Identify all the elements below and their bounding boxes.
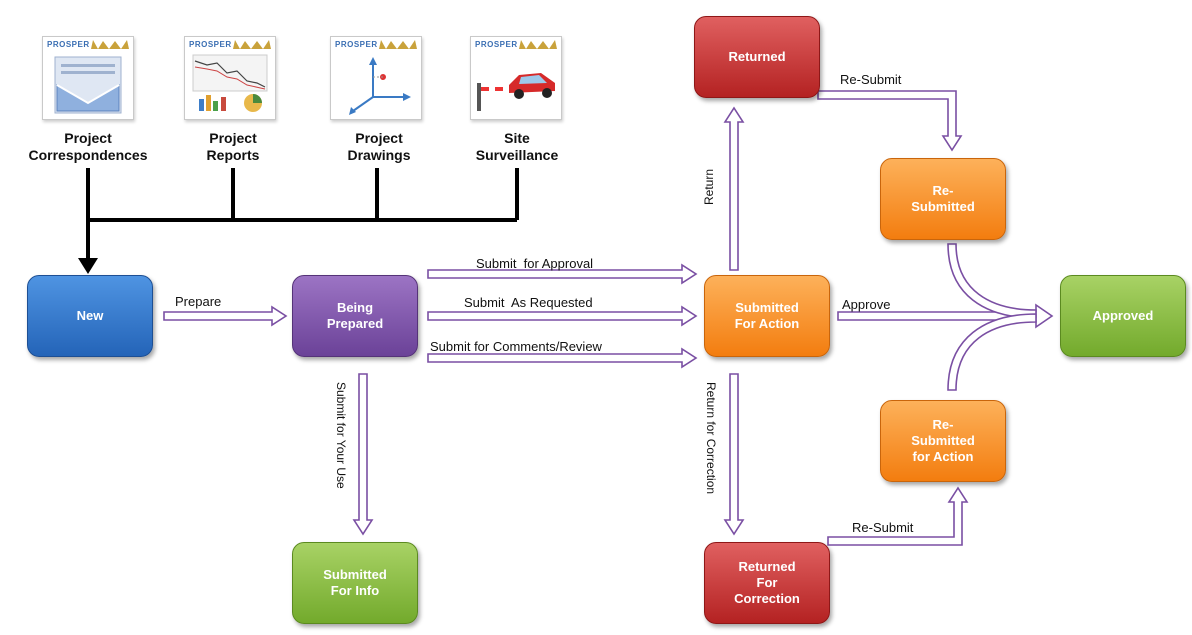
- edge-label-return: Return: [702, 168, 716, 205]
- prosper-brand: PROSPER: [335, 40, 378, 49]
- prosper-brand: PROSPER: [47, 40, 90, 49]
- correspondence-thumbnail: PROSPER: [42, 36, 134, 120]
- arrow-re-submit-top: [817, 90, 963, 152]
- arrow-curve-bottom: [947, 313, 1037, 391]
- hollow-arrows: [163, 90, 1054, 546]
- surveillance-thumbnail: PROSPER: [470, 36, 562, 120]
- new-arrowhead: [78, 258, 98, 274]
- node-returned: Returned: [694, 16, 820, 98]
- edge-label-prepare: Prepare: [175, 294, 222, 309]
- edge-label-return-for-correction: Return for Correction: [704, 382, 718, 495]
- arrow-submit-for-your-use: [352, 373, 374, 536]
- node-submitted-for-info: Submitted For Info: [292, 542, 418, 624]
- node-returned-for-correction: Returned For Correction: [704, 542, 830, 624]
- edge-label-approve: Approve: [842, 297, 891, 312]
- edge-label-submit-for-comments: Submit for Comments/Review: [430, 339, 602, 354]
- source-label-surveillance: Site Surveillance: [475, 130, 559, 163]
- node-approved: Approved: [1060, 275, 1186, 357]
- node-re-submitted: Re- Submitted: [880, 158, 1006, 240]
- edge-label-submit-for-your-use: Submit for Your Use: [334, 382, 348, 489]
- car-barrier-icon: [477, 40, 557, 111]
- arrow-return-for-correction: [723, 373, 745, 536]
- drawings-thumbnail: PROSPER: [330, 36, 422, 120]
- node-being-prepared: Being Prepared: [292, 275, 418, 357]
- arrow-prepare: [163, 305, 288, 327]
- source-label-reports: Project Reports: [206, 130, 260, 163]
- reports-thumbnail: PROSPER: [184, 36, 276, 120]
- arrow-submit-for-approval: [427, 263, 698, 285]
- chart-report-icon: [192, 40, 271, 112]
- node-re-submitted-for-action: Re- Submitted for Action: [880, 400, 1006, 482]
- edge-label-re-submit-bottom: Re-Submit: [852, 520, 914, 535]
- envelope-icon: [54, 40, 129, 114]
- edge-label-re-submit-top: Re-Submit: [840, 72, 902, 87]
- arrow-submit-for-comments: [427, 347, 698, 369]
- arrow-re-submit-bottom: [827, 486, 969, 546]
- source-merge-lines: [86, 168, 519, 262]
- arrow-return: [723, 106, 745, 271]
- prosper-brand: PROSPER: [475, 40, 518, 49]
- node-submitted-for-action: Submitted For Action: [704, 275, 830, 357]
- edge-label-submit-for-approval: Submit for Approval: [476, 256, 594, 271]
- edge-label-submit-as-requested: Submit As Requested: [464, 295, 593, 310]
- axes-drawing-icon: [349, 40, 417, 115]
- prosper-brand: PROSPER: [189, 40, 232, 49]
- source-label-correspondences: Project Correspondences: [28, 130, 148, 163]
- arrow-submit-as-requested: [427, 305, 698, 327]
- node-new: New: [27, 275, 153, 357]
- source-label-drawings: Project Drawings: [347, 130, 411, 163]
- arrow-curve-top: [947, 243, 1037, 319]
